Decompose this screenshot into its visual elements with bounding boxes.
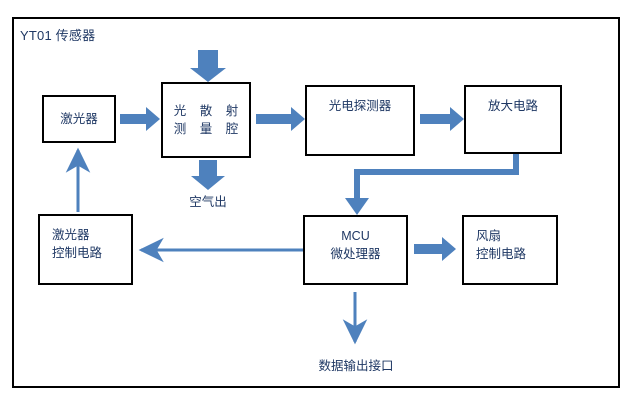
block-amplifier[interactable]: 放大电路	[464, 85, 562, 154]
diagram-title: YT01 传感器	[20, 28, 96, 43]
block-mcu[interactable]: MCU 微处理器	[303, 215, 408, 285]
label-data-output: 数据输出接口	[318, 359, 394, 373]
block-fan-control-line-1: 风扇	[476, 229, 502, 243]
block-mcu-line-1: MCU	[341, 229, 370, 243]
block-laser-control-line-2: 控制电路	[52, 246, 103, 261]
label-air-out: 空气出	[189, 195, 227, 209]
block-scattering-chamber[interactable]: 光 散 射 测 量 腔	[161, 82, 251, 158]
block-chamber-line-2: 测 量 腔	[173, 122, 244, 136]
block-laser-control-line-1: 激光器	[52, 228, 90, 242]
block-laser-line-1: 激光器	[60, 111, 98, 126]
sensor-enclosure	[12, 17, 620, 388]
block-mcu-line-2: 微处理器	[330, 247, 381, 262]
block-laser-control[interactable]: 激光器 控制电路	[38, 214, 133, 285]
block-amplifier-line-1: 放大电路	[487, 99, 538, 113]
block-fan-control-line-2: 控制电路	[476, 247, 527, 262]
block-chamber-line-1: 光 散 射	[173, 103, 244, 118]
block-photodetector-line-1: 光电探测器	[328, 99, 392, 113]
block-fan-control[interactable]: 风扇 控制电路	[462, 215, 558, 285]
block-photodetector[interactable]: 光电探测器	[305, 85, 415, 156]
block-laser[interactable]: 激光器	[42, 95, 116, 143]
